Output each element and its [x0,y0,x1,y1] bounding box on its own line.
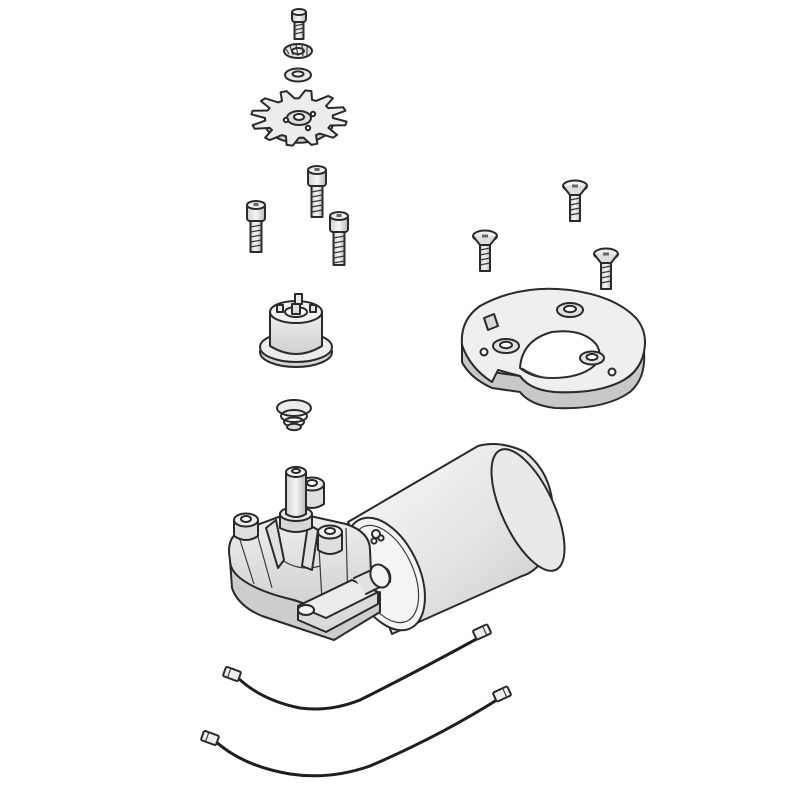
countersunk-screw-left [472,229,498,272]
flat-washer [284,67,312,83]
connector-cable-1 [222,623,492,711]
socket-cap-screws [246,165,349,266]
mounting-plate [460,287,646,410]
plate-boss [492,338,520,354]
output-shaft [279,466,313,533]
connector-cable-2 [200,685,512,778]
countersunk-screws [472,179,619,290]
gear-motor [228,443,566,641]
plate-boss [579,350,605,366]
sprocket [250,89,348,147]
lock-washer [283,43,313,59]
cable-2-plug-left [200,729,220,747]
socket-cap-screw-right [329,211,349,266]
gearbox-boss-right [317,524,343,555]
gearbox-boss-left [233,512,259,541]
cable-1-plug-left [222,665,242,683]
socket-cap-screw-middle [307,165,327,218]
countersunk-screw-right [593,247,619,290]
cable-2-plug-right [492,685,512,703]
bearing-sleeve [259,293,333,368]
top-screw [291,8,307,40]
connector-cables [200,623,512,778]
socket-cap-screw-left [246,200,266,253]
countersunk-screw-top [562,179,588,222]
plate-boss [556,302,584,318]
worm-shaft [297,563,392,633]
spring [276,399,312,432]
cable-1-plug-right [472,623,492,641]
